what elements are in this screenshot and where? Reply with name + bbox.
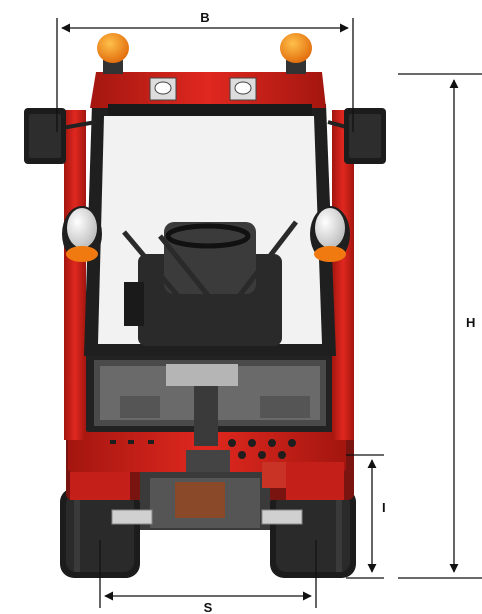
left-pillar [64, 110, 86, 440]
right-round-lamp [310, 206, 350, 262]
dimension-label-i: I [382, 500, 386, 515]
right-beacon [280, 33, 312, 74]
steering-wheel [165, 223, 251, 249]
engine-compartment [84, 350, 336, 446]
left-beacon [97, 33, 129, 74]
roof [90, 72, 326, 116]
front-bumper [68, 432, 346, 500]
dimension-lines [56, 18, 482, 608]
right-tire [270, 488, 356, 578]
dimension-label-h: H [466, 315, 475, 330]
right-mirror [327, 108, 386, 164]
dimension-label-s: S [204, 600, 213, 614]
right-pillar [332, 110, 354, 440]
left-round-lamp [62, 206, 102, 262]
dimension-label-b: B [200, 10, 209, 25]
vehicle [24, 33, 386, 578]
left-mirror [24, 108, 97, 164]
cab [84, 104, 336, 356]
